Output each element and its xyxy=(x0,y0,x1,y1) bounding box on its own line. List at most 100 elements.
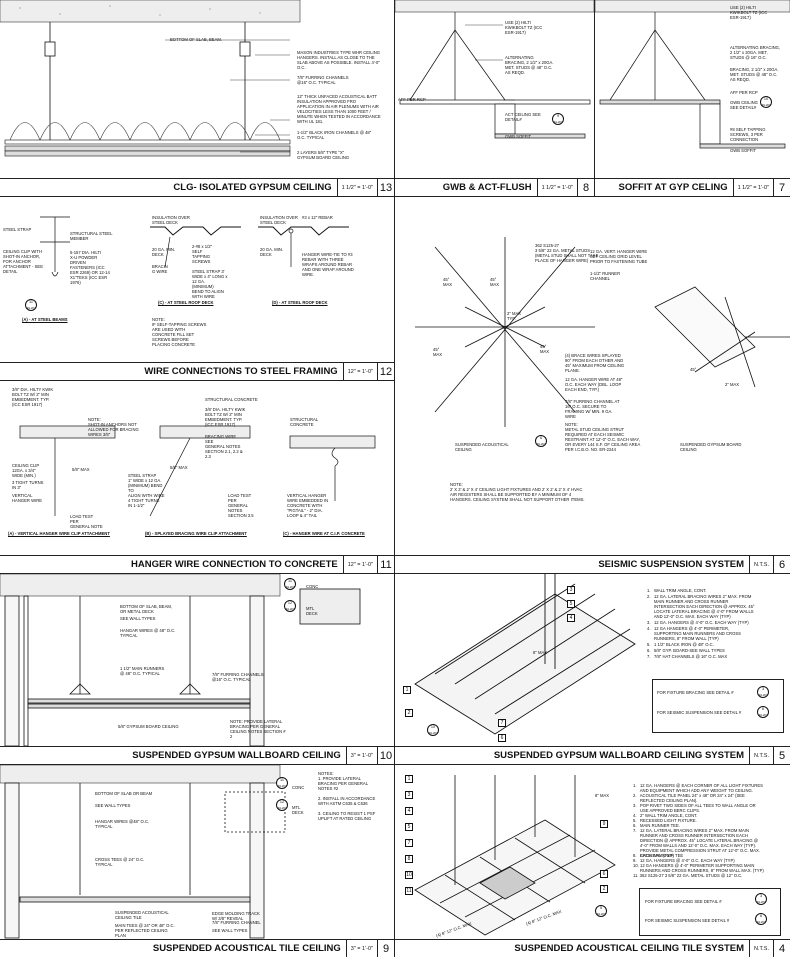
detail-title: WIRE CONNECTIONS TO STEEL FRAMING xyxy=(144,366,338,377)
legend-item-9: 9. 12 GA. HANGERS @ 4'-0" O.C. EACH WAY … xyxy=(633,858,735,863)
legend-item-3: 3. 12 GA. HANGERS @ 4'-0" O.C. EACH WAY … xyxy=(647,620,749,625)
detail-13-drawing xyxy=(0,0,301,157)
note-shot-in: NOTE: SHOT-IN ANCHORS NOT ALLOWED FOR BR… xyxy=(88,417,139,437)
detail-number: 6 xyxy=(773,556,790,573)
callout-square: 4 xyxy=(405,807,413,815)
detail-5-drawing xyxy=(414,574,636,735)
legend-item-6: 6. MAIN RUNNER TEE. xyxy=(633,823,680,828)
note-structural-concrete-c: STRUCTURAL CONCRETE xyxy=(290,417,319,427)
note-furring: 7/8" FURRING CHANNELS @16" O.C. TYPICAL xyxy=(212,672,264,682)
detail-9-suspended-acoustical-tile: BOTTOM OF SLAB OR BEAM SEE WALL TYPES HA… xyxy=(0,765,394,957)
note-ceiling-tile: SUSPENDED ACOUSTICAL CEILING TILE xyxy=(115,910,169,920)
detail-title: CLG- ISOLATED GYPSUM CEILING xyxy=(173,182,332,193)
sublabel-c: (C) - HANGER WIRE AT C.I.P. CONCRETE xyxy=(283,531,365,536)
note-hanger-48: 12 GA. HANGER WIRE AT 48" O.C. EACH WAY … xyxy=(565,377,623,392)
note-brace-wires: (4) BRACE WIRES SPLAYED 90° FROM EACH OT… xyxy=(565,353,625,373)
detail-scale: 3" = 1'-0" xyxy=(345,940,377,957)
detail-title: SUSPENDED ACOUSTICAL TILE CEILING xyxy=(152,943,341,954)
note-gwb-ceiling: GWB CEILING SEE DETAIL# xyxy=(730,100,758,110)
legend-item-7: 7. 12 GA. LATERAL BRACING WIRES 2" MAX. … xyxy=(633,828,761,858)
callout-square: 6 xyxy=(498,734,506,742)
legend-item-6: 6. 5/8" GYP. BOARD-SEE WALL TYPES xyxy=(647,648,725,653)
detail-number: 4 xyxy=(773,940,790,957)
note-edge-molding: EDGE MOLDING TRACK W/ 3/8" REVEAL xyxy=(212,911,260,921)
note-insulation-d: INSULATION OVER STEEL DECK xyxy=(260,215,298,225)
note-hangers: MASON INDUSTRIES TYPE WHR CEILING HANGER… xyxy=(297,50,380,70)
detail-scale: 12" = 1'-0" xyxy=(342,556,377,573)
callout-square: 2 xyxy=(405,709,413,717)
detail-4-acoustical-ceiling-system: 1 3 4 5 7 8 10 11 9 6 2 8" MAX (4) 8" 12… xyxy=(395,765,790,957)
detail-number: 7 xyxy=(773,179,790,196)
detail-number: 8 xyxy=(577,179,594,196)
angle-label-2: 45° MAX xyxy=(490,277,500,287)
detail-title: GWB & ACT-FLUSH xyxy=(442,182,532,193)
grid-divider-h1 xyxy=(0,196,790,197)
detail-11-hanger-wire-concrete: 3/8" DIA. HILTY KWIK BOLT TZ W/ 2" MIN E… xyxy=(0,381,394,573)
note-aff: AFF PER RCP xyxy=(730,90,758,95)
detail-scale: N.T.S. xyxy=(749,556,773,573)
note-gypsum-layers: 2 LAYERS 5/8" TYPE "X" GYPSUM BOARD CEIL… xyxy=(297,150,350,160)
legend-item-4: 4. 2" WALL TRIM ANGLE, CONT. xyxy=(633,813,698,818)
grid-divider-v-top1 xyxy=(594,0,595,196)
angle-label-4: 45° MAX xyxy=(540,344,550,354)
note-fixture-bracing: FOR FIXTURE BRACING SEE DETAIL # xyxy=(657,690,734,695)
detail-5-titlebar: SUSPENDED GYPSUM WALLBOARD CEILING SYSTE… xyxy=(395,746,790,764)
detail-scale: 12" = 1'-0" xyxy=(342,363,377,380)
grid-divider-h3 xyxy=(0,573,790,574)
caption-suspended-gypsum: SUSPENDED GYPSUM BOARD CEILING xyxy=(680,442,742,452)
note-wall-types: SEE WALL TYPES xyxy=(120,616,156,621)
note-load-test-a: LOAD TEST PER GENERAL NOTE xyxy=(70,514,103,529)
detail-4-drawing xyxy=(414,775,616,936)
note-max-a: 5/8" MAX xyxy=(72,467,90,472)
max-label: 2" MAX TYP. xyxy=(507,311,522,321)
detail-number: 5 xyxy=(773,747,790,764)
note-steel-strap: STEEL STRAP 1" WIDE x 12 GA. (MINIMUM) B… xyxy=(128,473,165,508)
sublabel-d: (D) - AT STEEL ROOF DECK xyxy=(272,300,328,305)
note-seismic-suspension: FOR SEISMIC SUSPENSION SEE DETAIL # xyxy=(657,710,742,715)
note-deck-d: 20 GA. MIN. DECK xyxy=(260,247,284,257)
note-structural-concrete: STRUCTURAL CONCRETE xyxy=(205,397,258,402)
note-steel-strap-c: STEEL STRAP 3' WIDE x 4" LONG x 12 GA. (… xyxy=(192,269,228,299)
note-bottom-of-slab: BOTTOM OF SLAB OR BEAM xyxy=(95,791,153,796)
note-metal-studs: 362 S125-27 3 5/8" 22 GA. METAL STUDS (M… xyxy=(535,243,599,263)
note-hilti: USE (2) HILTI KWIKBOLT TZ (ICC ESR-1917) xyxy=(505,20,543,35)
detail-reference-box xyxy=(639,888,781,936)
detail-scale: 3" = 1'-0" xyxy=(345,747,377,764)
note-vertical-wire: VERTICAL HANGER WIRE xyxy=(12,493,43,503)
detail-10-suspended-gypsum-wallboard: BOTTOM OF SLAB, BEAM, OR METAL DECK SEE … xyxy=(0,574,394,764)
note-bracing: ALTERNATING BRACING, 2 1/2" x 20GA. MET.… xyxy=(505,55,554,75)
callout-square: 4 xyxy=(567,614,575,622)
note-hanger-wire-tie: HANGER WIRE-TIE TO #3 REBAR WITH THREE W… xyxy=(302,252,354,277)
detail-number: 9 xyxy=(377,940,394,957)
detail-8-drawing xyxy=(395,0,594,139)
note-general-notes: NOTES: 1. PROVIDE LATERAL BRACING PER GE… xyxy=(318,771,376,821)
detail-10-drawing xyxy=(0,574,361,747)
grid-divider-h4 xyxy=(0,764,790,765)
detail-scale: 1 1/2" = 1'-0" xyxy=(336,179,377,196)
note-main-tees: MAIN TEES @ 24" OR 48" O.C. PER REFLECTE… xyxy=(115,923,175,938)
max-label-2: 2" MAX xyxy=(725,382,740,387)
note-bracing-wire: BRACING WIRE SEE GENERAL NOTES SECTION 2… xyxy=(205,434,243,459)
callout-square: 1 xyxy=(405,775,413,783)
note-gwb-soffit: GWB SOFFIT xyxy=(730,148,757,153)
legend-item-3: 3. POP RIVET TWO SIDES OF ALL TEES TO WA… xyxy=(633,803,756,813)
grid-divider-vertical xyxy=(394,0,395,957)
note-runner-channel: 1-1/2" RUNNER CHANNEL xyxy=(590,271,621,281)
callout-square: 2 xyxy=(600,885,608,893)
detail-number: 12 xyxy=(377,363,394,380)
